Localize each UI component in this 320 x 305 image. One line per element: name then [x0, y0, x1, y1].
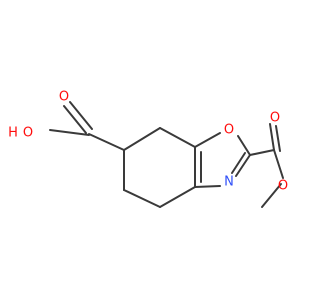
bond-c2-cester	[249, 149, 275, 156]
bond-c6-c7	[123, 127, 161, 151]
bond-c7a-o1	[194, 132, 221, 148]
atom-o-ring: O	[224, 123, 234, 138]
atom-o-carbonyl-acid: O	[59, 90, 69, 105]
bond-c-oh	[49, 129, 90, 136]
bond-c3a-c4	[159, 186, 196, 208]
bond-c7-c7a	[159, 127, 196, 148]
bond-acid-c-ring	[88, 133, 125, 151]
atom-labels: O H O O N O O	[8, 90, 288, 194]
bond-ester-c-o-double-a	[269, 123, 275, 151]
bond-o1-c2	[237, 135, 251, 156]
bond-n3-c3a	[194, 185, 221, 188]
bonds	[49, 101, 284, 208]
bond-c-o-double-b	[69, 101, 93, 130]
atom-n-ring: N	[224, 175, 234, 190]
molecule-canvas: O H O O N O O	[8, 90, 288, 208]
atom-o-hydroxyl: O	[23, 126, 33, 141]
bond-c-o-double-a	[63, 105, 87, 134]
atom-h-hydroxyl: H	[8, 126, 18, 141]
bond-ester-c-o	[273, 149, 284, 179]
bond-c2-n3-b	[231, 152, 246, 174]
bond-c4-c5	[123, 189, 161, 208]
bond-o-methyl	[261, 183, 282, 208]
molecule-structure: O H O O N O O	[8, 90, 288, 208]
atom-o-ester: O	[278, 179, 288, 194]
bond-c2-n3-a	[235, 154, 251, 177]
bond-ester-c-o-double-b	[275, 125, 281, 152]
atom-o-carbonyl-ester: O	[270, 111, 280, 126]
